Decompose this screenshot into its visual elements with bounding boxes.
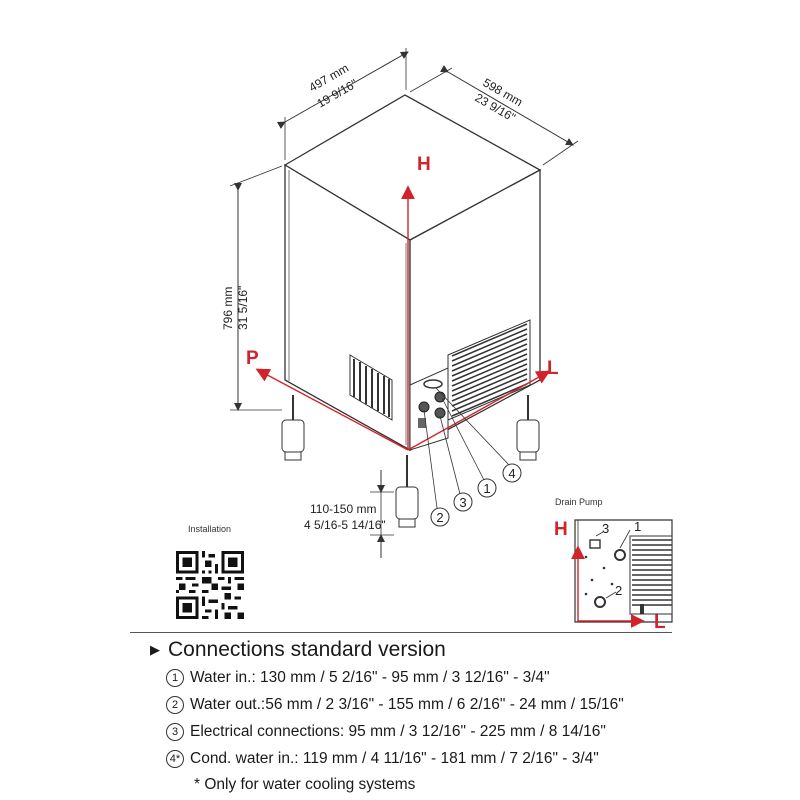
- callout-4: 4: [502, 463, 522, 483]
- callout-3: 3: [453, 492, 473, 512]
- right-vent-grille: [447, 319, 531, 421]
- l-axis-label: L: [547, 358, 559, 379]
- feet-dimension: 110-150 mm 4 5/16-5 14/16": [304, 470, 394, 558]
- svg-text:796 mm: 796 mm: [221, 287, 235, 330]
- connection-number: 1: [166, 669, 184, 687]
- p-axis-label: P: [246, 348, 259, 369]
- height-dimension: 796 mm 31 5/16": [221, 165, 283, 411]
- svg-text:3: 3: [602, 521, 609, 536]
- connection-text: Electrical connections: 95 mm / 3 12/16"…: [190, 723, 606, 740]
- svg-text:1: 1: [634, 519, 641, 534]
- connection-text: Water in.: 130 mm / 5 2/16" - 95 mm / 3 …: [190, 669, 550, 686]
- p-axis-line: [255, 368, 409, 451]
- section-title: ▶Connections standard version: [150, 638, 446, 661]
- connection-number: 3: [166, 723, 184, 741]
- connection-number: 2: [166, 696, 184, 714]
- section-divider: [130, 632, 672, 633]
- connection-row: 1 Water in.: 130 mm / 5 2/16" - 95 mm / 3…: [166, 669, 550, 687]
- left-vent-grille: [349, 354, 393, 421]
- svg-text:31 5/16": 31 5/16": [236, 286, 250, 330]
- connection-row: 4* Cond. water in.: 119 mm / 4 11/16" - 1…: [166, 750, 599, 768]
- svg-text:110-150 mm: 110-150 mm: [310, 502, 376, 516]
- svg-text:Drain Pump: Drain Pump: [555, 497, 603, 507]
- connection-panel: [409, 367, 449, 451]
- svg-text:L: L: [654, 612, 666, 633]
- installation-label: Installation: [188, 524, 232, 534]
- footnote: * Only for water cooling systems: [194, 776, 416, 793]
- connection-number: 4*: [166, 750, 184, 768]
- svg-text:4 5/16-5 14/16": 4 5/16-5 14/16": [304, 518, 386, 532]
- connection-text: Cond. water in.: 119 mm / 4 11/16" - 181…: [190, 750, 599, 767]
- l-axis-line: [407, 370, 551, 451]
- connection-text: Water out.:56 mm / 2 3/16" - 155 mm / 6 …: [190, 696, 624, 713]
- svg-text:3: 3: [459, 495, 466, 510]
- svg-text:2: 2: [615, 583, 622, 598]
- svg-text:2: 2: [436, 510, 443, 525]
- triangle-bullet-icon: ▶: [150, 642, 160, 657]
- svg-text:1: 1: [483, 481, 490, 496]
- installation-qr-code[interactable]: [176, 551, 244, 619]
- drain-pump-detail: Drain Pump 3 1 2 H L: [554, 497, 673, 633]
- foot-front: [395, 455, 419, 528]
- svg-text:H: H: [554, 519, 568, 540]
- callout-1: 1: [477, 478, 497, 498]
- foot-left: [281, 395, 305, 461]
- callout-leaders: [423, 387, 510, 509]
- svg-text:4: 4: [508, 466, 515, 481]
- connection-row: 2 Water out.:56 mm / 2 3/16" - 155 mm / 6…: [166, 696, 624, 714]
- h-axis-label: H: [417, 154, 431, 175]
- foot-right: [516, 395, 540, 461]
- connection-row: 3 Electrical connections: 95 mm / 3 12/16…: [166, 723, 606, 741]
- callout-2: 2: [430, 507, 450, 527]
